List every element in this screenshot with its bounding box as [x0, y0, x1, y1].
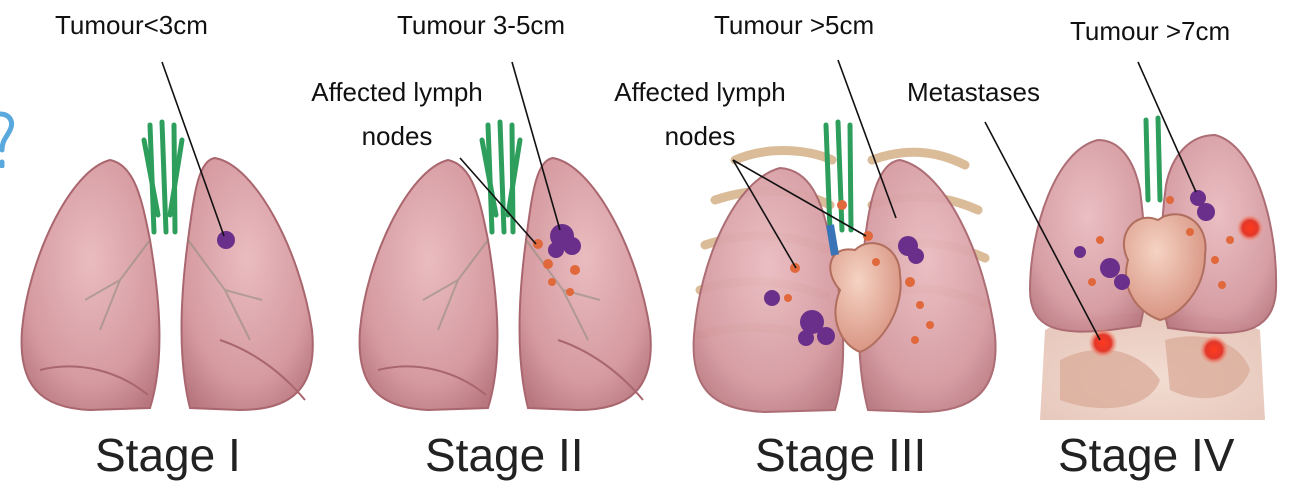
stage-1-left-lung [22, 160, 160, 410]
callout-stage1-tumour: Tumour<3cm [55, 10, 208, 40]
stage-2-right-lung [520, 158, 651, 410]
stage-4-lungs [1030, 118, 1276, 420]
stage-4-title: Stage IV [1058, 428, 1234, 482]
stage-2-title: Stage II [425, 428, 584, 482]
stage-1-bronchi [144, 122, 182, 232]
callout-stage3-nodes-line2: nodes [580, 121, 820, 151]
stage-1-right-lung [182, 158, 313, 410]
leader-stage3-tumour [838, 60, 896, 218]
stage-3-left-lung [694, 168, 844, 412]
callout-stage4-metastases: Metastases [907, 77, 1040, 107]
stage-4-bronchi [1146, 118, 1160, 200]
callout-stage2-tumour: Tumour 3-5cm [397, 10, 565, 40]
callout-stage4-tumour: Tumour >7cm [1070, 16, 1230, 46]
stage-1-lungs [22, 122, 313, 410]
callout-stage2-nodes-line2: nodes [277, 121, 517, 151]
stage-2-left-lung [360, 160, 498, 410]
stage-3-bronchi [826, 122, 851, 230]
stage-3-lungs [694, 122, 996, 412]
partial-blue-glyph [0, 110, 18, 168]
callout-stage3-tumour: Tumour >5cm [714, 10, 874, 40]
callout-stage3-nodes-line1: Affected lymph [580, 77, 820, 107]
callout-stage2-nodes-line1: Affected lymph [277, 77, 517, 107]
stage-3-title: Stage III [755, 428, 926, 482]
stage-1-title: Stage I [95, 428, 241, 482]
stage-1-tumour [217, 231, 235, 249]
stage-2-lungs [360, 122, 651, 410]
